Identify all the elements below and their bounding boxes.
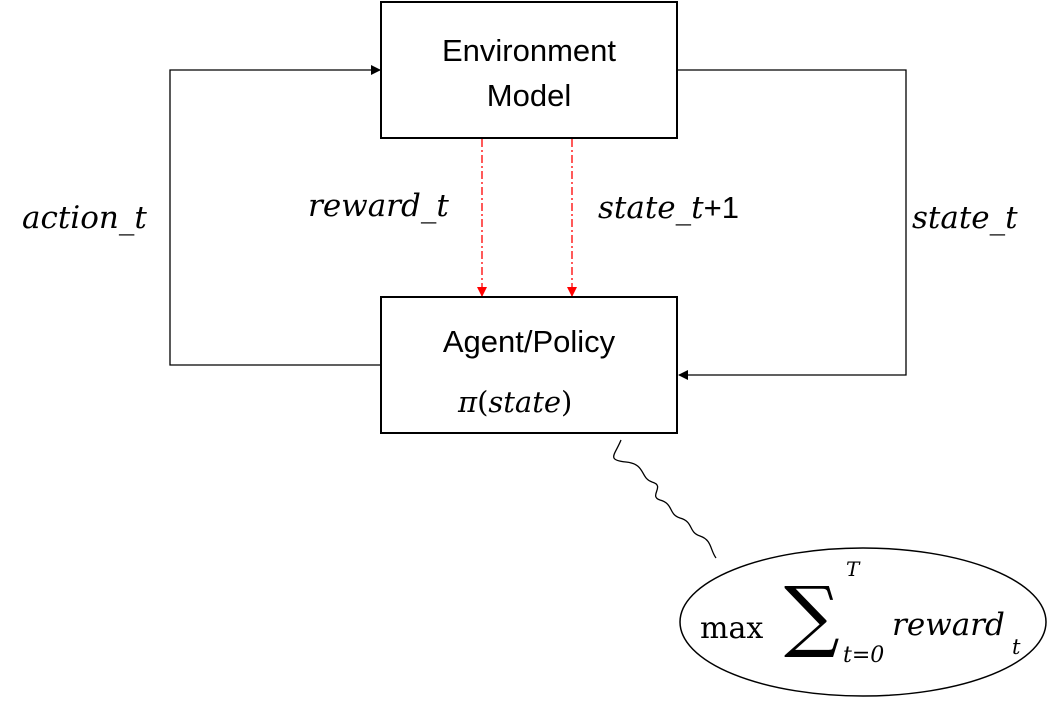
objective-operator: max: [700, 611, 764, 646]
state-connector: [678, 69, 907, 380]
next-state-suffix: +1: [703, 190, 739, 225]
model-label: Model: [486, 78, 572, 113]
sum-lower-limit: t=0: [843, 643, 885, 668]
sum-symbol: ∑: [784, 571, 840, 661]
objective-subscript: t: [1012, 635, 1021, 659]
agent-policy-box: Agent/Policy π(state): [380, 296, 678, 434]
objective-ellipse-shape: [679, 547, 1047, 697]
environment-model-box: Environment Model: [380, 1, 678, 139]
policy-function: π(state): [458, 385, 573, 419]
next-state-var: state_t: [598, 190, 704, 226]
reward-label: reward_t: [308, 188, 449, 224]
policy-argument: state: [488, 385, 562, 419]
agent-policy-label: Agent/Policy: [442, 324, 616, 359]
objective-term: reward: [892, 607, 1005, 643]
policy-symbol: π: [458, 385, 478, 419]
objective-ellipse: max ∑ T t=0 reward t: [678, 546, 1048, 698]
action-connector: [169, 65, 384, 366]
wavy-link: [613, 439, 717, 559]
next-state-label: state_t+1: [598, 190, 739, 226]
state-label: state_t: [912, 200, 1018, 236]
action-label: action_t: [22, 200, 147, 236]
sum-upper-limit: T: [846, 557, 860, 581]
environment-label: Environment: [441, 33, 617, 68]
